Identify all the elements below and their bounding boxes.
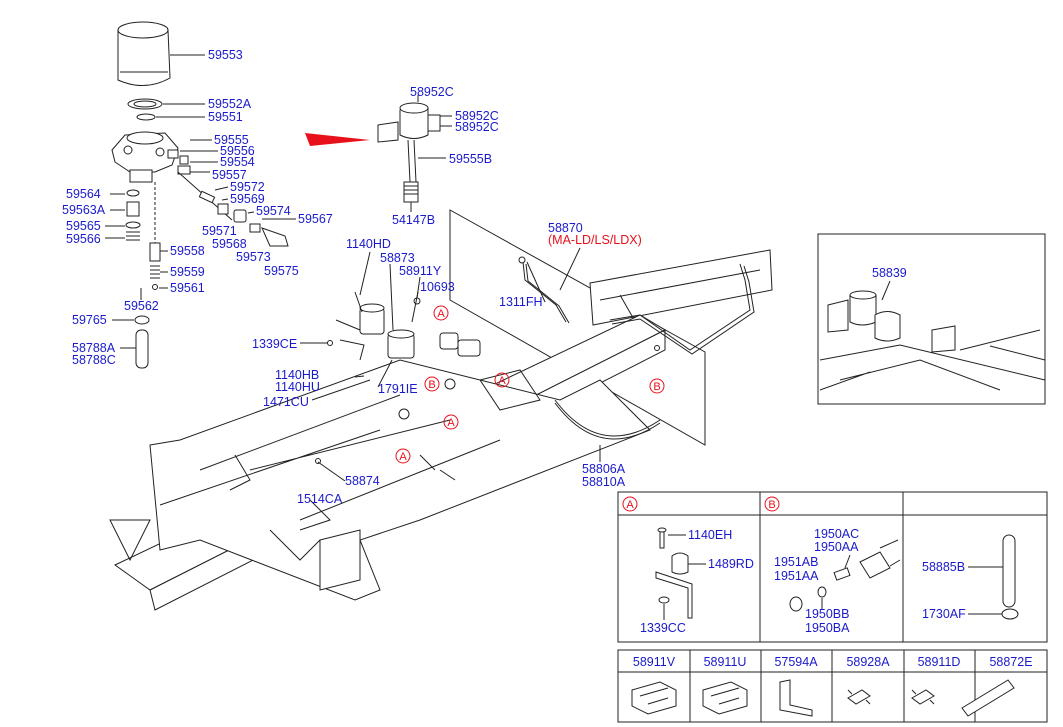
label-58870-note: (MA-LD/LS/LDX): [548, 233, 642, 247]
tube-58872e-drawing: [961, 679, 1015, 717]
marker-a-1: A: [433, 305, 449, 321]
label-58788a: 58788A: [72, 341, 116, 355]
bracket-57594a-drawing: [779, 679, 813, 717]
leader-lines: [300, 247, 601, 482]
label-59555: 59555: [214, 133, 249, 147]
label-58806a: 58806A: [582, 462, 626, 476]
label-59571: 59571: [202, 224, 237, 238]
label-59551: 59551: [208, 110, 243, 124]
label-59765: 59765: [72, 313, 107, 327]
label-58911y: 58911Y: [399, 264, 442, 278]
table-header-58928a: 58928A: [846, 655, 890, 669]
svg-text:B: B: [653, 381, 660, 393]
label-59552a: 59552A: [208, 97, 252, 111]
label-59563a: 59563A: [62, 203, 106, 217]
red-arrow-icon: [305, 133, 370, 146]
label-59564: 59564: [66, 187, 101, 201]
marker-a-2: A: [494, 372, 510, 388]
part-1951aa: 1951AA: [774, 569, 819, 583]
marker-b-1: B: [424, 376, 440, 392]
part-1951ab: 1951AB: [774, 555, 818, 569]
label-54147b: 54147B: [392, 213, 435, 227]
table-marker-a: A: [622, 496, 638, 512]
label-1311fh: 1311FH: [499, 295, 543, 309]
table-header-58911u: 58911U: [704, 655, 747, 669]
label-58952c-low: 58952C: [455, 120, 499, 134]
label-58952c-mid: 58952C: [455, 109, 499, 123]
label-1140hd: 1140HD: [346, 237, 391, 251]
table-header-58911d: 58911D: [918, 655, 961, 669]
svg-text:A: A: [626, 499, 634, 511]
label-59555b: 59555B: [449, 152, 492, 166]
marker-a-3: A: [443, 414, 459, 430]
part-1140eh: 1140EH: [688, 528, 732, 542]
label-58788c: 58788C: [72, 353, 116, 367]
marker-a-4: A: [395, 448, 411, 464]
label-59568: 59568: [212, 237, 247, 251]
svg-text:B: B: [768, 499, 775, 511]
label-58870: 58870: [548, 221, 583, 235]
label-59553: 59553: [208, 48, 243, 62]
table-header-58911v: 58911V: [633, 655, 676, 669]
bracket-58911u-drawing: [702, 681, 748, 715]
svg-text:A: A: [447, 417, 455, 429]
label-1140hu: 1140HU: [275, 380, 320, 394]
bracket-58911v-drawing: [631, 681, 677, 715]
table-header-57594a: 57594A: [774, 655, 818, 669]
detail-table-ab: A B 1140EH 1489RD 1339CC 1950AC 1950AA 1…: [617, 491, 1048, 643]
chassis-frame: [109, 209, 773, 611]
part-1950ba: 1950BA: [805, 621, 850, 635]
svg-text:A: A: [498, 375, 506, 387]
label-59567: 59567: [298, 212, 333, 226]
label-59557: 59557: [212, 168, 247, 182]
label-58810a: 58810A: [582, 475, 626, 489]
label-58874: 58874: [345, 474, 380, 488]
label-59565: 59565: [66, 219, 101, 233]
label-58873: 58873: [380, 251, 415, 265]
table-marker-b: B: [764, 496, 780, 512]
label-58839: 58839: [872, 266, 907, 280]
part-1950bb: 1950BB: [805, 607, 849, 621]
label-59566: 59566: [66, 232, 101, 246]
label-59561: 59561: [170, 281, 205, 295]
label-59559: 59559: [170, 265, 205, 279]
parts-bottom-table: 58911V 58911U 57594A 58928A 58911D 58872…: [617, 649, 1048, 723]
marker-b-2: B: [649, 378, 665, 394]
label-1791ie: 1791IE: [378, 382, 418, 396]
callout-markers: A B A A A B: [395, 305, 665, 464]
inset-view-58839: 58839: [817, 233, 1046, 405]
svg-text:B: B: [428, 379, 435, 391]
part-1489rd: 1489RD: [708, 557, 754, 571]
fitting-58928a-drawing: [847, 689, 871, 705]
table-header-58872e: 58872E: [989, 655, 1032, 669]
part-1950ac: 1950AC: [814, 527, 859, 541]
label-10693: 10693: [420, 280, 455, 294]
part-1730af: 1730AF: [922, 607, 966, 621]
label-1514ca: 1514CA: [297, 492, 343, 506]
label-59575: 59575: [264, 264, 299, 278]
label-1339ce: 1339CE: [252, 337, 297, 351]
label-59562: 59562: [124, 299, 159, 313]
label-59572: 59572: [230, 180, 265, 194]
part-1950aa: 1950AA: [814, 540, 859, 554]
part-58885b: 58885B: [922, 560, 965, 574]
label-59569: 59569: [230, 192, 265, 206]
label-1471cu: 1471CU: [263, 395, 309, 409]
label-1140hb: 1140HB: [275, 368, 319, 382]
governor-assembly: [377, 95, 452, 212]
fitting-58911d-drawing: [911, 689, 935, 705]
part-labels: 59553 59552A 59551 59555 59556 59554 595…: [62, 48, 642, 506]
label-59573: 59573: [236, 250, 271, 264]
label-59554: 59554: [220, 155, 255, 169]
label-59556: 59556: [220, 144, 255, 158]
part-1339cc: 1339CC: [640, 621, 686, 635]
label-59558: 59558: [170, 244, 205, 258]
air-dryer-assembly: [105, 21, 296, 369]
svg-text:A: A: [437, 308, 445, 320]
label-58952c-top: 58952C: [410, 85, 454, 99]
label-59574: 59574: [256, 204, 291, 218]
svg-text:A: A: [399, 451, 407, 463]
